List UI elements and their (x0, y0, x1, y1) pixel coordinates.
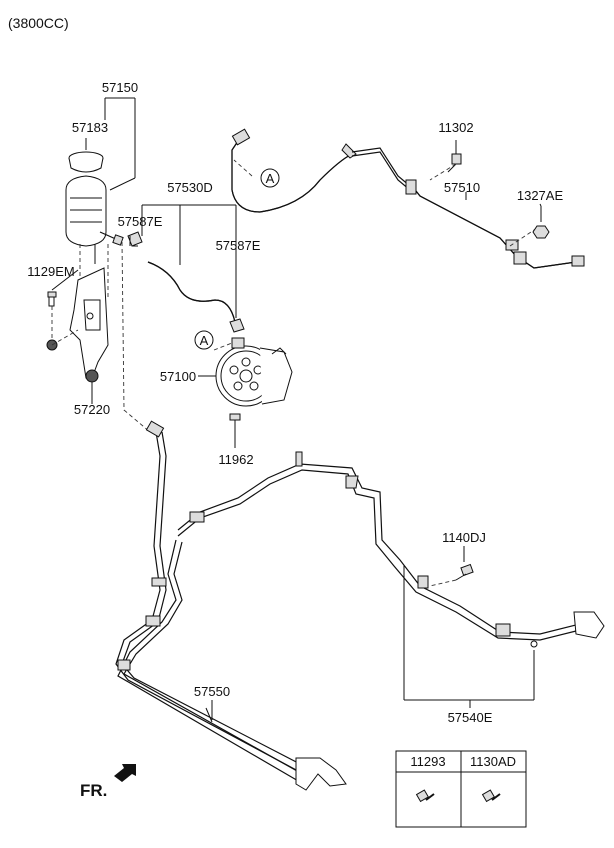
legend-col-1130AD: 1130AD (470, 754, 516, 769)
callout-1327AE: 1327AE (517, 188, 564, 203)
callout-57530D: 57530D (167, 180, 213, 195)
callout-1140DJ: 1140DJ (442, 530, 486, 545)
fastener-legend-table: 11293 1130AD (395, 750, 527, 828)
callout-57510: 57510 (444, 180, 480, 195)
callout-57587E-left: 57587E (118, 214, 163, 229)
callout-11302: 11302 (438, 120, 473, 135)
callout-1129EM: 1129EM (27, 264, 74, 279)
bolt-icon-1130AD (481, 789, 501, 803)
callout-11962: 11962 (218, 452, 253, 467)
reservoir-group (65, 97, 136, 300)
engine-label: (3800CC) (8, 15, 69, 31)
callout-57220: 57220 (74, 402, 110, 417)
callout-57150: 57150 (102, 80, 138, 95)
ref-label-a-top: A (266, 171, 275, 186)
ref-circle-a-top (260, 168, 280, 188)
front-arrow-icon (114, 764, 136, 782)
bolt-11302 (429, 140, 462, 181)
bolt-icon-11293 (415, 789, 435, 803)
cooler-tube (177, 451, 605, 708)
front-label: FR. (80, 781, 107, 800)
callout-57100: 57100 (160, 369, 196, 384)
return-tube (115, 420, 347, 791)
nut-1327AE (532, 206, 550, 239)
power-steering-pump (213, 337, 293, 407)
hose-clamp-left (127, 231, 143, 247)
reservoir-bracket (46, 267, 109, 396)
callout-57183: 57183 (72, 120, 108, 135)
front-direction-indicator: FR. (80, 764, 136, 800)
callout-57587E-right: 57587E (216, 238, 261, 253)
callout-57540E: 57540E (448, 710, 493, 725)
legend-col-11293: 11293 (410, 754, 445, 769)
ref-label-a-pump: A (200, 333, 209, 348)
bracket-grommet (85, 369, 99, 383)
reservoir-tank (65, 175, 107, 247)
callout-57550: 57550 (194, 684, 230, 699)
ref-circle-a-pump (194, 330, 214, 350)
pressure-hose (231, 128, 585, 269)
bolt-1140DJ (429, 563, 474, 587)
pump-bolt (229, 413, 241, 448)
